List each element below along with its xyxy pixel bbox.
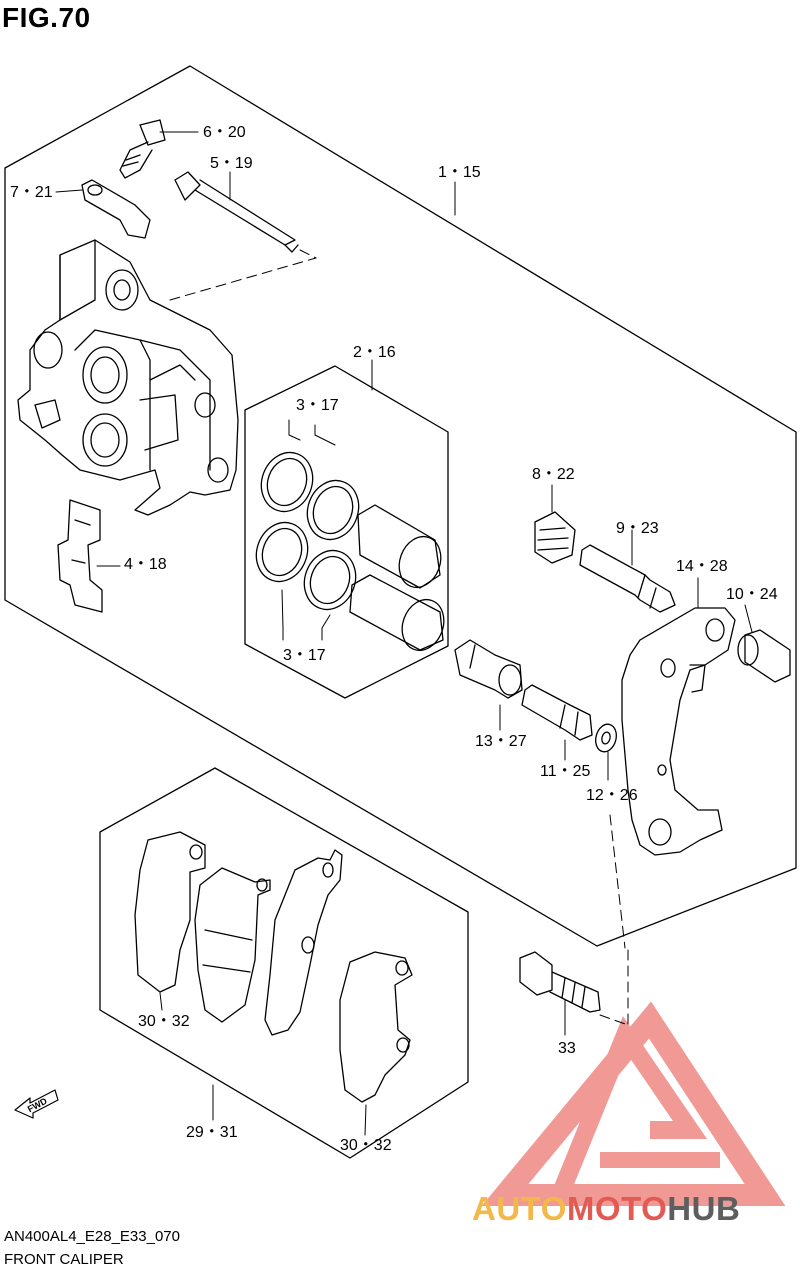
callout-30-32-left: 30・32 [138, 1013, 190, 1030]
figure-title: FIG.70 [2, 2, 91, 33]
section-name: FRONT CALIPER [4, 1251, 124, 1268]
callout-3-17-top: 3・17 [296, 397, 339, 414]
caliper-pin [174, 171, 299, 253]
callout-3-17-bottom: 3・17 [283, 647, 326, 664]
watermark-part-auto: AUTO [472, 1190, 567, 1227]
mounting-bolt [521, 684, 593, 741]
callout-11-25: 11・25 [540, 763, 591, 780]
brake-pad-left [134, 831, 206, 993]
callout-10-24: 10・24 [726, 586, 778, 603]
washer [595, 723, 617, 753]
watermark-part-hub: HUB [667, 1190, 741, 1227]
brake-pad-right [339, 951, 413, 1103]
callout-6-20: 6・20 [203, 124, 246, 141]
callout-7-21: 7・21 [10, 184, 53, 201]
callout-13-27: 13・27 [475, 733, 527, 750]
callout-2-16: 2・16 [353, 344, 396, 361]
pistons [349, 504, 445, 652]
caliper-body [17, 239, 239, 516]
caliper-bracket [621, 607, 736, 856]
dust-boot [534, 511, 576, 564]
leader-lines [55, 131, 753, 1136]
callout-12-26: 12・26 [586, 787, 638, 804]
hex-bolt [519, 951, 601, 1013]
callout-4-18: 4・18 [124, 556, 167, 573]
brake-pad-center [194, 867, 271, 1023]
pad-set-box-outline [99, 767, 469, 1159]
brake-pad-shim [264, 849, 343, 1036]
bleeder-cap [81, 179, 151, 239]
callout-29-31: 29・31 [186, 1124, 238, 1141]
watermark-part-moto: MOTO [566, 1190, 668, 1227]
watermark-brand: AUTOMOTOHUB [472, 1190, 740, 1228]
bleeder-screw [119, 119, 166, 179]
caliper-bolt-large [454, 639, 523, 699]
piston-set-box-outline [244, 365, 449, 699]
callout-30-32-right: 30・32 [340, 1137, 392, 1154]
callout-8-22: 8・22 [532, 466, 575, 483]
pad-spring [57, 499, 103, 613]
bracket-sleeve [737, 629, 791, 683]
assembly-box-outline [4, 65, 797, 947]
slide-pin [579, 544, 676, 613]
callout-33: 33 [558, 1040, 576, 1057]
callout-14-28: 14・28 [676, 558, 728, 575]
callout-1-15: 1・15 [438, 164, 481, 181]
watermark-logo [481, 1001, 786, 1206]
callout-9-23: 9・23 [616, 520, 659, 537]
piston-seals [255, 451, 360, 611]
fwd-arrow-icon [14, 1089, 59, 1119]
model-code: AN400AL4_E28_E33_070 [4, 1228, 180, 1245]
callout-5-19: 5・19 [210, 155, 253, 172]
assembly-guide-lines [169, 249, 629, 1026]
